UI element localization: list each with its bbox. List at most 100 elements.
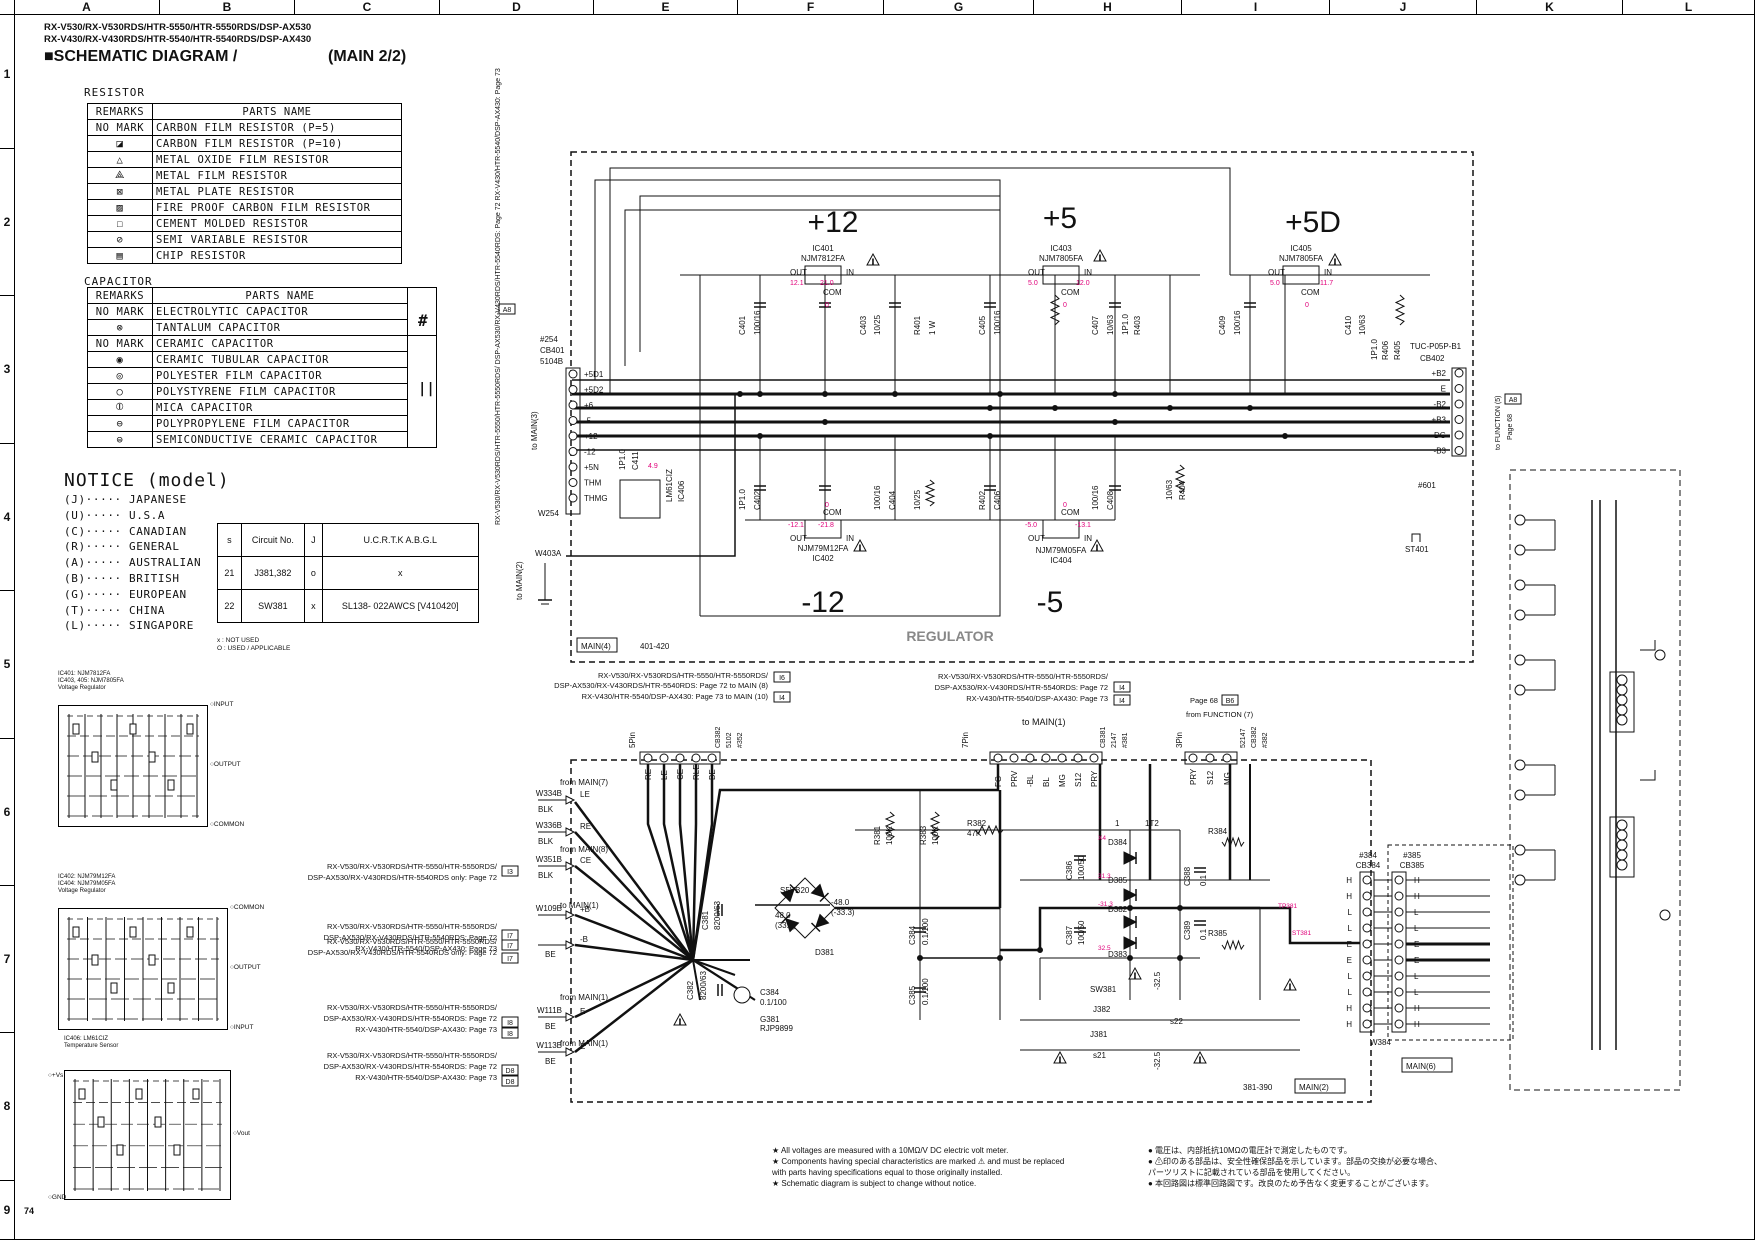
- junction-dot: [822, 419, 828, 425]
- wire: [1180, 906, 1360, 945]
- film-symbol: ||: [418, 381, 435, 397]
- circuit-cell: SL138- 022AWCS [V410420]: [321, 589, 480, 623]
- schematic-label: RX-V530/RX-V530RDS/HTR-5550/HTR-5550RDS/: [327, 922, 498, 931]
- row-header-4: 4: [3, 509, 11, 524]
- schematic-label: C386: [1065, 860, 1074, 880]
- cb384-pin: [1362, 987, 1372, 997]
- schematic-label: CB401: [540, 346, 565, 355]
- legend-part-name: CARBON FILM RESISTOR (P=5): [152, 119, 402, 136]
- voltage-value: TP381: [1278, 903, 1298, 910]
- ref-box-label: I7: [507, 933, 513, 940]
- schematic-label: 100K: [885, 826, 894, 845]
- terminal: [1514, 789, 1526, 801]
- cb385-pin: [1394, 875, 1404, 885]
- warning-icon: !: [853, 538, 867, 553]
- legend-row: ⊜SEMICONDUCTIVE CERAMIC CAPACITOR: [87, 431, 437, 448]
- transformer-boundary: [1387, 844, 1514, 1041]
- terminal: [1514, 759, 1526, 771]
- wire: [929, 811, 941, 841]
- schematic-label: RE: [580, 822, 591, 831]
- schematic-label: R384: [1208, 827, 1228, 836]
- schematic-label: 0.1: [1199, 874, 1208, 886]
- schematic-label: RX-V530/RX-V530RDS/HTR-5550/HTR-5550RDS/…: [495, 68, 502, 525]
- junction-dot: [737, 391, 743, 397]
- schematic-label: (33.3): [775, 921, 796, 930]
- cb382-pin: [675, 753, 685, 763]
- junction-dot: [822, 391, 828, 397]
- electrolytic-symbol: #: [418, 311, 428, 330]
- voltage-value: 12.1: [790, 280, 804, 287]
- schematic-label: Page 68: [1507, 414, 1514, 440]
- rail-label: +5: [1043, 202, 1077, 235]
- schematic-label: +B: [580, 905, 590, 914]
- schematic-label: COM: [1301, 288, 1320, 297]
- cb385-pin: [1394, 1003, 1404, 1013]
- schematic-label: C402: [753, 490, 762, 510]
- voltage-value: 11.7: [1320, 280, 1333, 287]
- cb384-pin: [1362, 875, 1372, 885]
- ref-box: [501, 952, 519, 964]
- pin-label: L: [1348, 924, 1353, 933]
- pin-label: E: [1414, 940, 1419, 949]
- wire: [691, 764, 698, 961]
- schematic-label: C388: [1183, 866, 1192, 886]
- ref-box: [501, 929, 519, 941]
- page-number: 74: [24, 1206, 35, 1216]
- schematic-label: 10/63: [1106, 314, 1115, 335]
- wire: [574, 865, 694, 961]
- schematic-label: C387: [1065, 925, 1074, 945]
- pin-label: E: [1347, 940, 1352, 949]
- schematic-label: C407: [1091, 315, 1100, 335]
- svg-text:!: !: [859, 545, 861, 552]
- ic-block-diagram: [58, 705, 208, 827]
- schematic-label: RX-V430/HTR-5540/DSP-AX430: Page 73 to M…: [582, 692, 769, 701]
- schematic-label: SW381: [1090, 985, 1117, 994]
- board-tag-box: [1294, 1078, 1346, 1094]
- ic-block-label: IC402: NJM79M12FA: [58, 874, 116, 880]
- pin-label: PRY: [1189, 768, 1198, 785]
- pin-label: E: [1441, 385, 1446, 394]
- schematic-label: C384: [760, 988, 780, 997]
- schematic-label: 3Pin: [1175, 732, 1184, 748]
- ic-pin-label: ○OUTPUT: [210, 761, 241, 768]
- wire: [566, 394, 736, 557]
- pin-label: H: [1414, 1020, 1420, 1029]
- row-divider: [0, 1180, 14, 1181]
- cb384-connector: [1359, 871, 1375, 1033]
- schematic-label: Page 68: [1190, 696, 1218, 705]
- column-header-c: C: [295, 0, 440, 14]
- row-divider: [0, 148, 14, 149]
- legend-part-name: METAL PLATE RESISTOR: [152, 183, 402, 200]
- junction-dot: [997, 391, 1003, 397]
- ic-pin-label: ○OUTPUT: [230, 964, 261, 971]
- notice-item: (A)····· AUSTRALIAN: [64, 556, 202, 570]
- legend-part-name: SEMICONDUCTIVE CERAMIC CAPACITOR: [152, 431, 408, 448]
- schematic-label: OUT: [1028, 268, 1045, 277]
- schematic-label: IC406: [677, 480, 686, 502]
- wire: [574, 959, 694, 1053]
- legend-symbol-cell: [407, 383, 437, 400]
- schematic-label: 100/16: [993, 310, 1002, 335]
- wire: [639, 195, 1000, 352]
- cb382-pin: [691, 753, 701, 763]
- schematic-label: COM: [1061, 288, 1080, 297]
- schematic-label: NJM7812FA: [801, 254, 846, 263]
- cb385-connector: [1391, 871, 1407, 1033]
- wire: [1640, 640, 1656, 651]
- ref-box: [501, 865, 519, 877]
- voltage-value: 5.0: [1270, 280, 1280, 287]
- warning-icon: !: [1328, 252, 1342, 267]
- pin-label: +5D2: [584, 386, 604, 395]
- cb402-pin: [1454, 446, 1464, 455]
- voltage-value: -31.3: [1098, 901, 1113, 908]
- terminal: [1514, 654, 1526, 666]
- model-line-2: RX-V430/RX-V430RDS/HTR-5540/HTR-5540RDS/…: [44, 34, 312, 45]
- ref-box-label: I7: [507, 956, 513, 963]
- wire: [1000, 906, 1260, 952]
- transformer-winding: [1616, 694, 1628, 706]
- wire: [574, 913, 694, 962]
- pin-label: THM: [584, 479, 602, 488]
- schematic-label: R405: [1393, 340, 1402, 360]
- transformer-winding: [1616, 859, 1628, 871]
